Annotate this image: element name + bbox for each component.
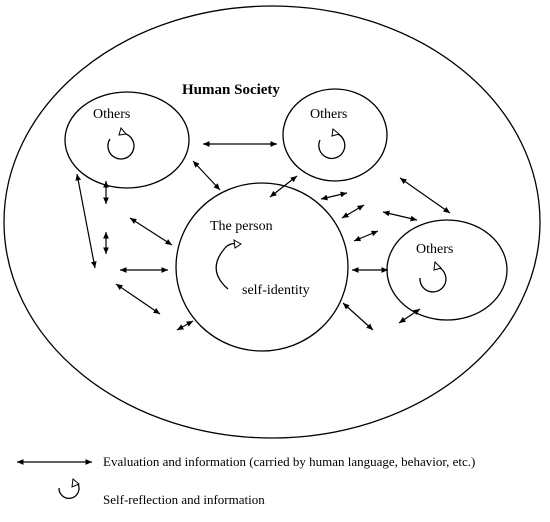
others-node-top-right (282, 88, 388, 182)
self-identity-label: self-identity (242, 283, 310, 298)
double-arrow (269, 175, 298, 198)
legend-loop-label: Self-reflection and information (103, 492, 265, 507)
others-label-top-left: Others (93, 107, 130, 122)
others-label-top-right: Others (310, 107, 347, 122)
others-node-right (386, 219, 508, 321)
self-reflection-loop-icon (215, 239, 242, 290)
legend-loop-icon (58, 478, 80, 499)
double-arrow (341, 204, 365, 219)
others-label-right: Others (416, 242, 453, 257)
double-arrow (75, 173, 97, 269)
society-title: Human Society (182, 82, 280, 98)
double-arrow (353, 230, 379, 242)
self-reflection-loop-icon (318, 128, 346, 160)
others-node-top-left (64, 91, 190, 189)
legend-arrow-label: Evaluation and information (carried by h… (103, 454, 475, 469)
self-reflection-loop-icon (419, 260, 447, 293)
double-arrow (115, 283, 161, 315)
person-label: The person (210, 219, 273, 234)
double-arrow (342, 302, 374, 331)
legend: Evaluation and information (carried by h… (17, 454, 475, 507)
double-arrow (176, 320, 194, 331)
human-society-boundary (3, 5, 541, 439)
evaluation-arrows (75, 141, 451, 331)
person-node (175, 182, 349, 352)
self-reflection-loop-icon (107, 126, 135, 160)
double-arrow (192, 160, 221, 191)
double-arrow (129, 217, 173, 246)
double-arrow (399, 177, 451, 214)
double-arrow (382, 210, 418, 222)
double-arrow (398, 308, 421, 324)
double-arrow (320, 191, 348, 201)
